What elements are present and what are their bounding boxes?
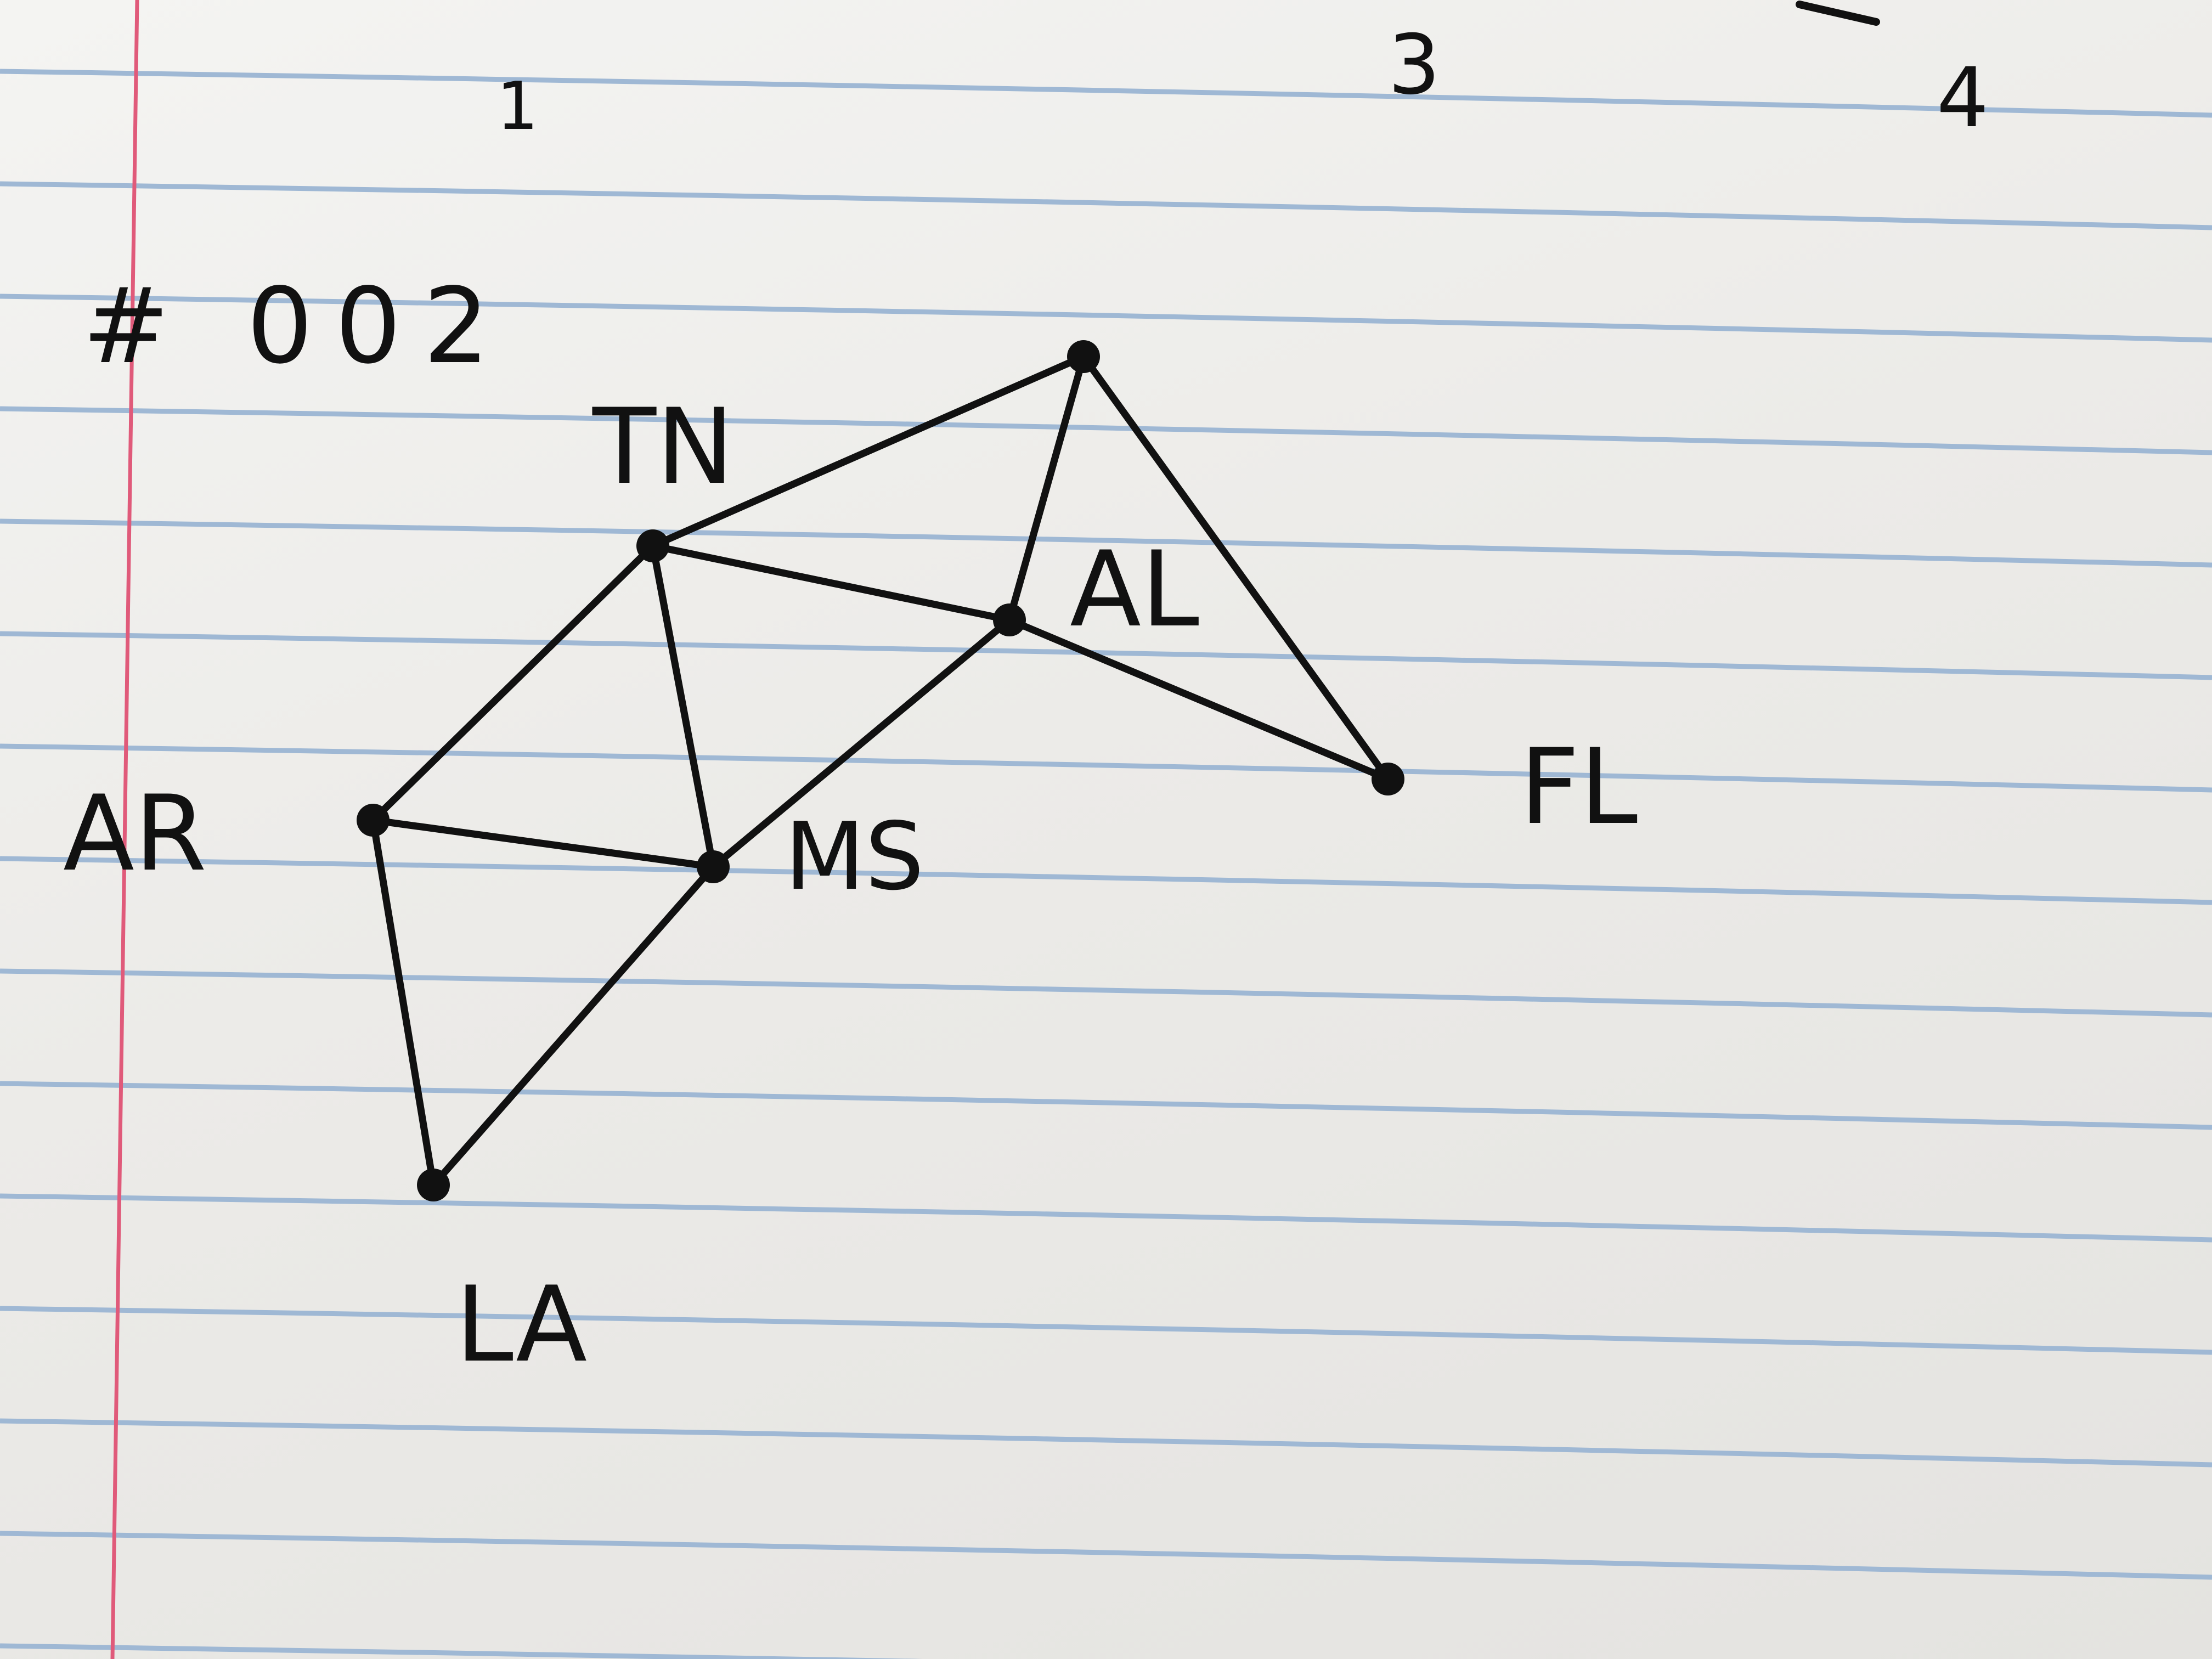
ruled-lines [0,69,2212,1659]
edge-top-fl [1080,353,1392,783]
node-ar [357,804,390,837]
node-fl [1372,763,1404,795]
ruled-line [0,406,2212,455]
top-mark-3: 3 [1388,18,1440,113]
node-label-tn: TN [592,386,734,507]
ruled-line [0,1418,2212,1468]
ruled-line [0,69,2212,118]
edge-top-al [1006,353,1087,624]
node-al [993,603,1026,636]
node-label-la: LA [455,1264,587,1385]
ruled-line [0,294,2212,343]
node-label-al: AL [1070,529,1199,650]
edge-ar-la [369,816,437,1189]
ruled-line [0,1193,2212,1243]
margin-line [110,0,139,1659]
top-mark-1: 1 [496,69,538,145]
ruled-line [0,1081,2212,1130]
node-label-ar: AR [63,773,207,894]
node-la [417,1169,450,1201]
edge-tn-al [649,542,1013,624]
top-mark-4: 4 [1937,50,1989,146]
graph-edges [369,353,1392,1189]
ruled-line [0,1306,2212,1355]
ruled-line [0,856,2212,905]
ruled-line [0,743,2212,793]
edge-tn-ar [369,542,657,824]
ruled-line [0,631,2212,680]
node-label-ms: MS [785,803,924,911]
ruled-line [0,518,2212,568]
graph-nodes [357,340,1404,1201]
ruled-line [0,181,2212,230]
ruled-line [0,1643,923,1659]
ruled-line [0,1531,2212,1580]
edge-al-ms [709,616,1013,871]
node-ms [697,850,730,883]
ruled-line [0,968,2212,1018]
node-label-fl: FL [1520,726,1638,848]
diagram-title: # 002 [82,266,511,387]
edge-tn-top [649,353,1087,550]
top-right-stroke [1796,1,1880,26]
node-top [1067,340,1100,373]
edge-ms-la [430,863,717,1189]
edge-tn-ms [649,542,717,871]
node-tn [636,529,669,562]
edge-al-fl [1006,616,1392,783]
edge-ar-ms [369,816,717,871]
